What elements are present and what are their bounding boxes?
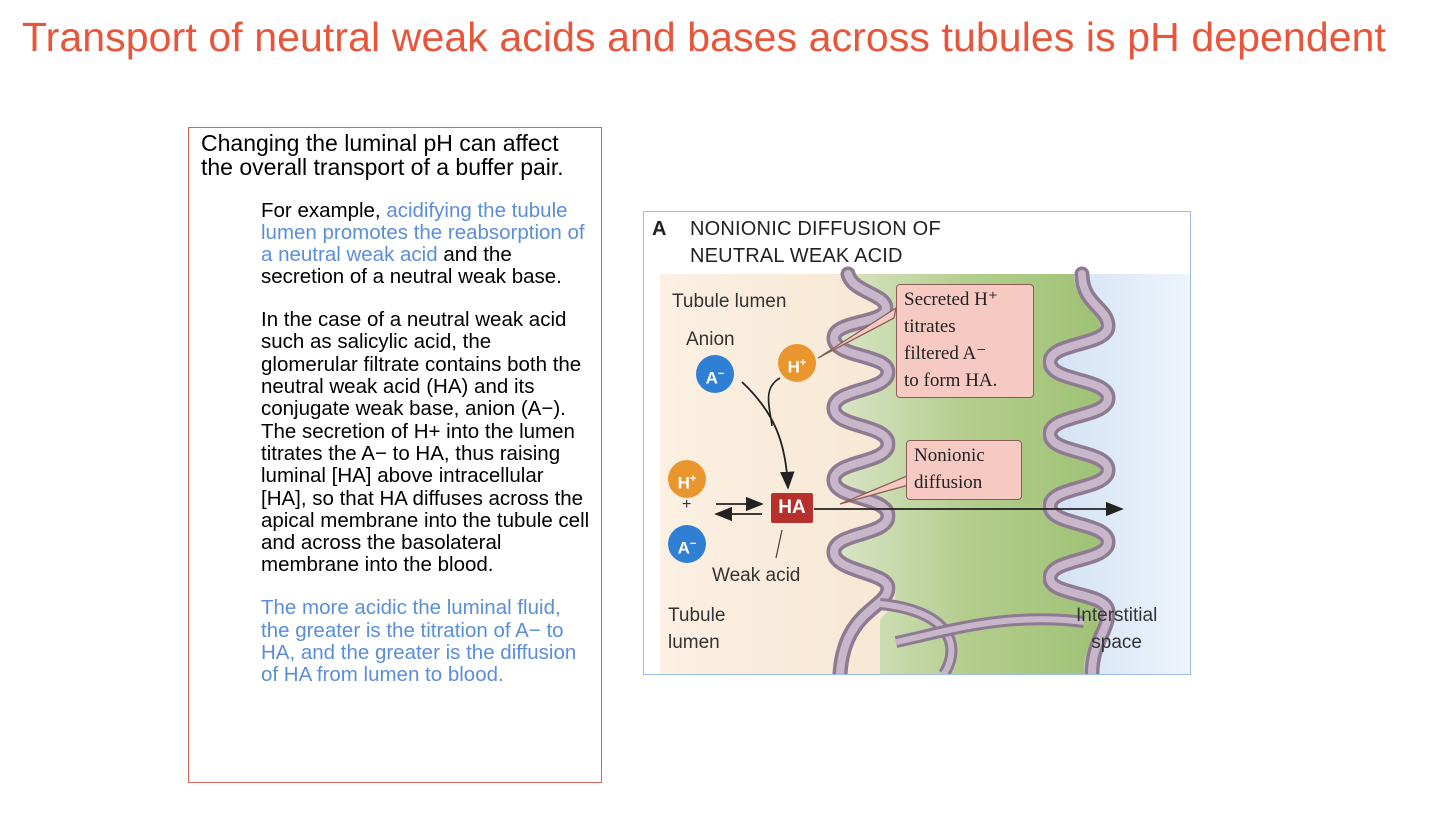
paragraph-salicylic: In the case of a neutral weak acid such … <box>261 308 590 577</box>
paragraph-example: For example, acidifying the tubule lumen… <box>261 198 591 289</box>
paragraph-example-highlight: acidifying the tubule lumen promotes the… <box>261 198 585 267</box>
arrow-h-to-ha <box>767 377 781 427</box>
weak-acid-ha: HA <box>771 493 813 523</box>
figure-nonionic-diffusion: A NONIONIC DIFFUSION OF NEUTRAL WEAK ACID… <box>643 211 1191 675</box>
callout-secreted-h: Secreted H⁺ titrates filtered A⁻ to form… <box>896 284 1034 398</box>
figure-title-line1: NONIONIC DIFFUSION OF <box>690 218 941 240</box>
anion-a-minus-equilibrium: A− <box>668 525 706 563</box>
arrow-anion-to-ha <box>741 381 795 490</box>
anion-a-minus: A− <box>696 355 734 393</box>
slide-title: Transport of neutral weak acids and base… <box>22 14 1387 60</box>
proton-h-plus-equilibrium: H+ <box>668 460 706 498</box>
text-box: Changing the luminal pH can affect the o… <box>188 127 602 783</box>
plus-sign: + <box>682 496 692 513</box>
paragraph-example-lead: For example, <box>261 198 387 222</box>
proton-h-plus: H+ <box>778 344 816 382</box>
callout-nonionic-diffusion: Nonionic diffusion <box>906 440 1022 500</box>
intro-text: Changing the luminal pH can affect the o… <box>201 130 564 180</box>
label-weak-acid: Weak acid <box>712 565 801 586</box>
paragraph-conclusion: The more acidic the luminal fluid, the g… <box>261 596 577 687</box>
paragraph-example-tail: and the secretion of a neutral weak base… <box>261 243 562 289</box>
weak-acid-pointer <box>775 529 783 559</box>
callout1-pointer <box>817 306 897 359</box>
figure-title-line2: NEUTRAL WEAK ACID <box>690 245 903 267</box>
label-tubule-lumen-top: Tubule lumen <box>672 291 787 312</box>
figure-letter: A <box>652 218 667 240</box>
figure-title: A NONIONIC DIFFUSION OF NEUTRAL WEAK ACID <box>652 216 941 270</box>
label-anion: Anion <box>686 329 735 350</box>
